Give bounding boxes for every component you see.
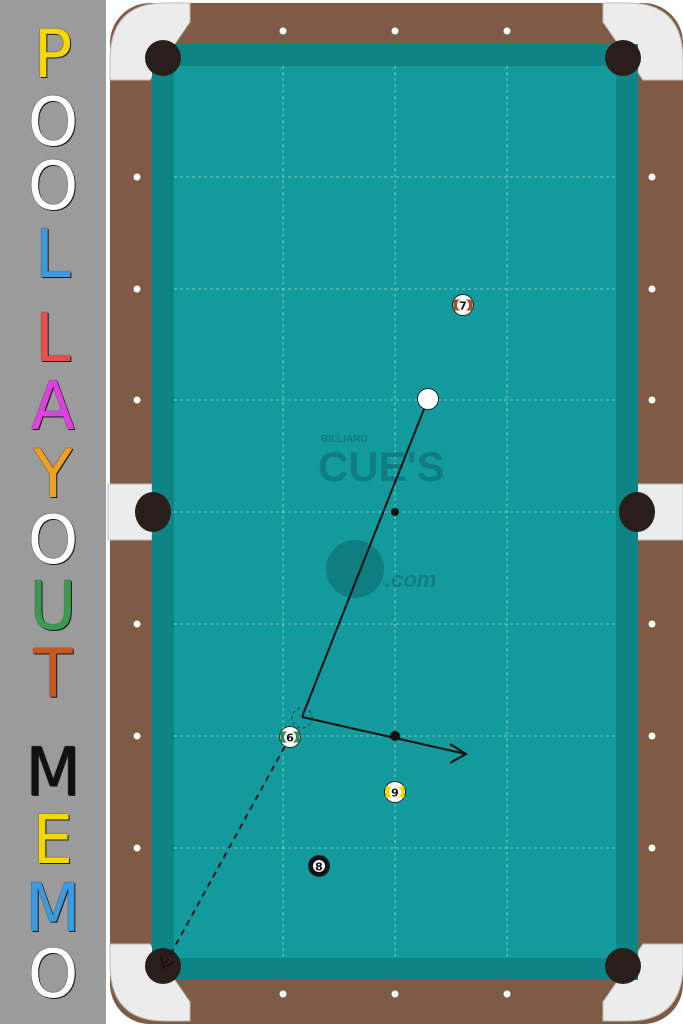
ball-number-label: 9	[391, 787, 399, 800]
balls-layer[interactable]: 7 6 9 8	[279, 294, 474, 877]
shot-lines	[160, 398, 468, 970]
pocket-side-right	[619, 492, 655, 532]
title-letter: U	[29, 568, 77, 646]
ball-number-label: 6	[286, 732, 294, 745]
pocket-side-left	[135, 492, 171, 532]
watermark-small: BILLIARD	[321, 434, 368, 445]
title-letter: T	[33, 636, 73, 714]
cue-ball[interactable]	[417, 388, 439, 410]
title-letter: O	[27, 84, 79, 162]
pocket-top-left	[145, 40, 181, 76]
title-letter: A	[31, 368, 75, 446]
ball-number-label: 8	[315, 861, 323, 874]
center-spot	[391, 508, 399, 516]
title-letter: Y	[33, 436, 73, 514]
title-letter: O	[27, 936, 79, 1014]
title-letter: L	[35, 300, 71, 378]
ball-8[interactable]: 8	[308, 855, 330, 877]
ghost-ball	[291, 707, 313, 729]
ball-9[interactable]: 9	[384, 781, 406, 803]
watermark-main: CUE'S	[318, 443, 445, 490]
ball-number-label: 7	[459, 300, 467, 313]
title-letter: P	[33, 16, 73, 94]
cue-path-line	[301, 398, 429, 718]
title-letter: L	[35, 216, 71, 294]
follow-path-line	[301, 716, 467, 755]
title-letter: M	[25, 870, 81, 948]
pocket-bottom-right	[605, 948, 641, 984]
title-letter: O	[27, 502, 79, 580]
object-arrow-head	[160, 954, 175, 970]
pocket-top-right	[605, 40, 641, 76]
ball-7[interactable]: 7	[452, 294, 474, 316]
watermark-logo: BILLIARD CUE'S .com	[318, 434, 445, 598]
title-letter: E	[32, 802, 74, 880]
title-letter: O	[27, 148, 79, 226]
pocket-housings	[107, 2, 683, 1022]
follow-arrow-head	[449, 743, 468, 764]
rail-diamonds	[133, 27, 656, 998]
watermark-suffix: .com	[385, 567, 436, 592]
title-letter: M	[25, 734, 81, 812]
ball-6[interactable]: 6	[279, 726, 301, 748]
